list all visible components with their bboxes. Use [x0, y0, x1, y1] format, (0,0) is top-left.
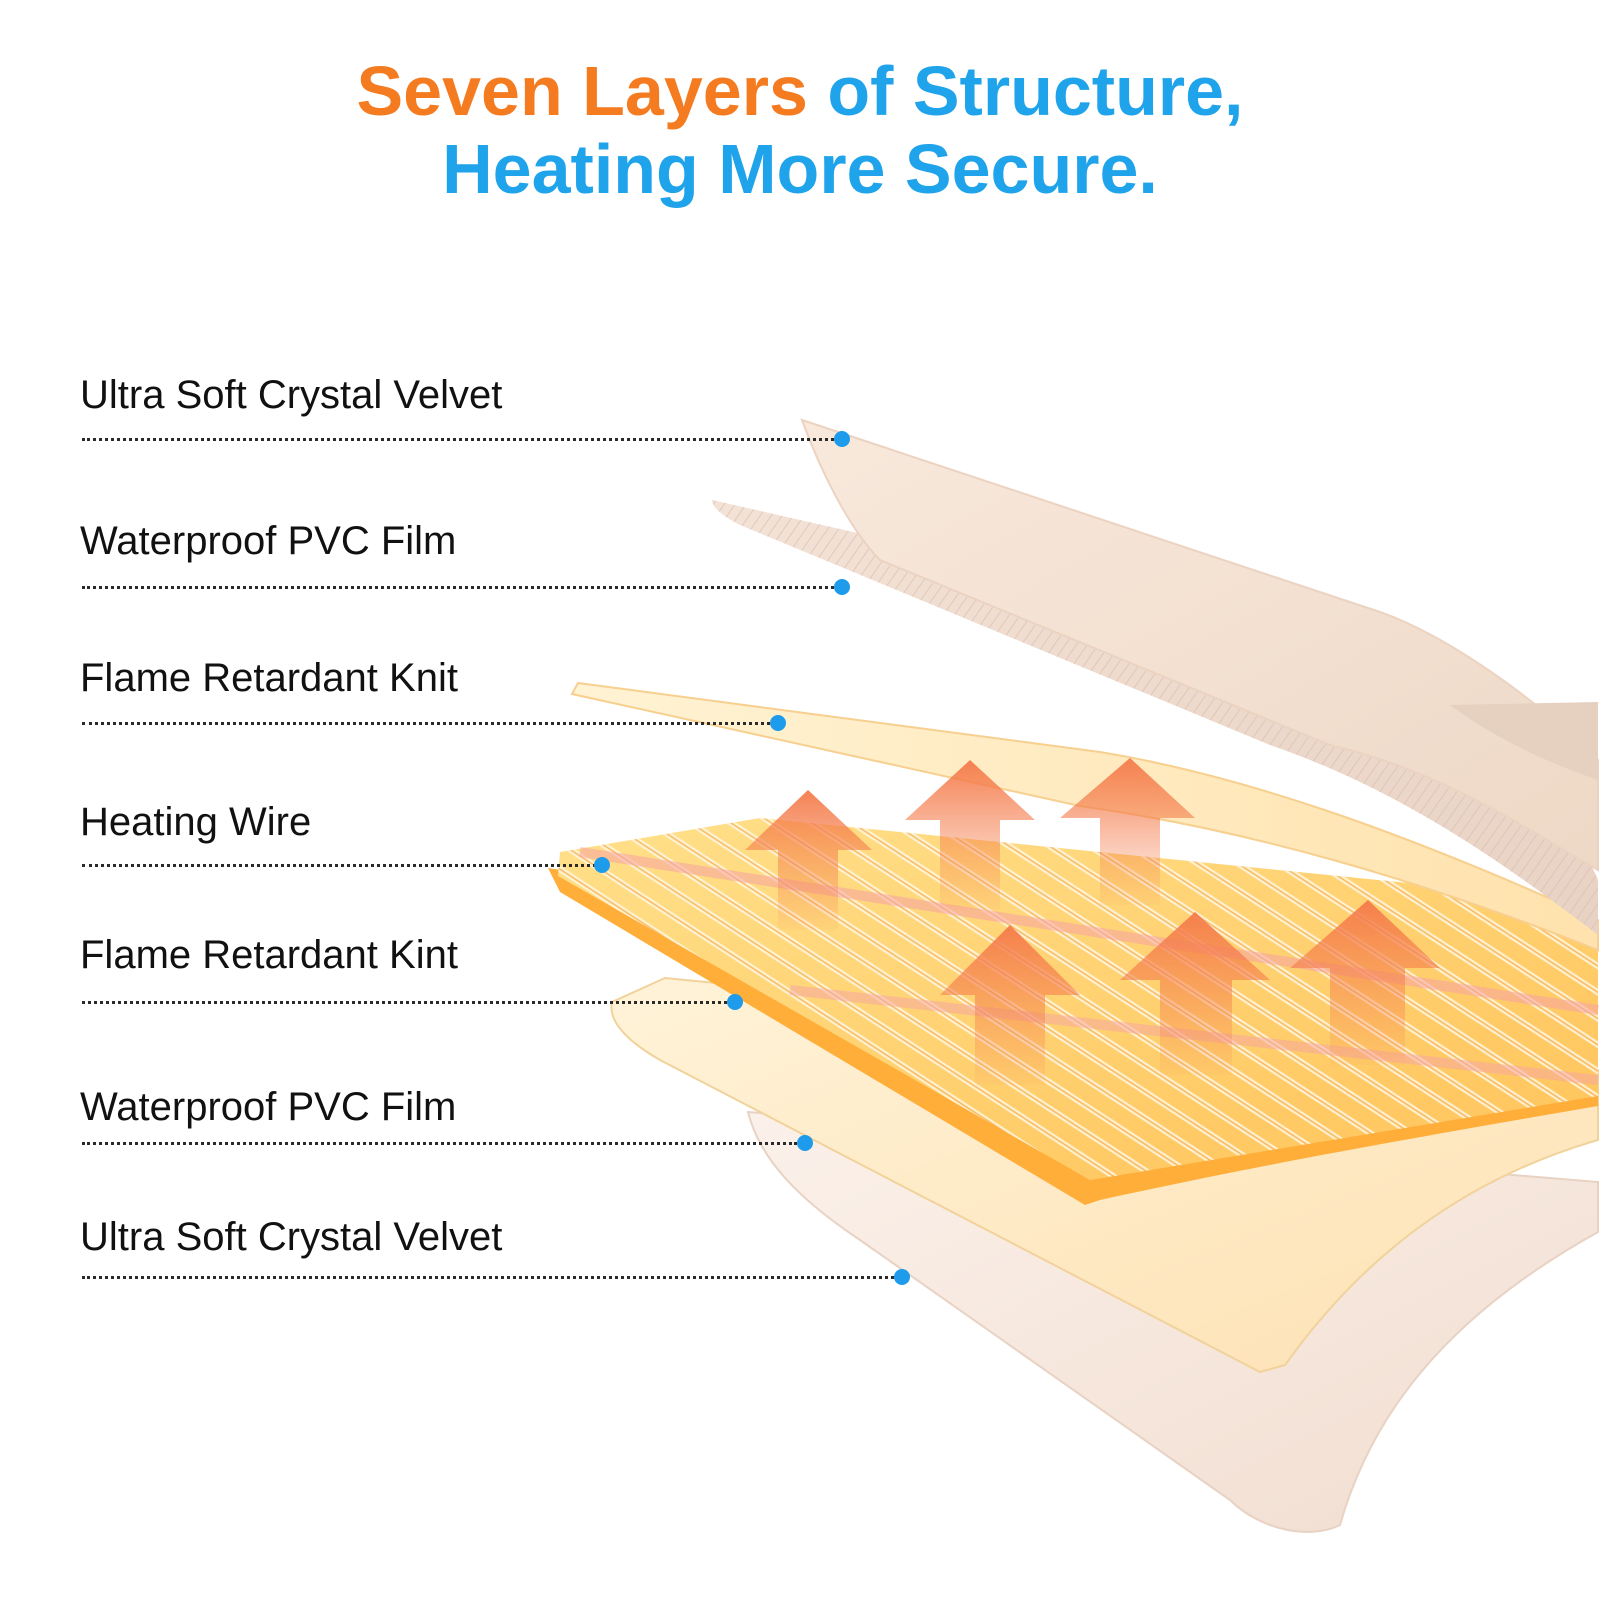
- marker-dot-7: [894, 1269, 910, 1285]
- marker-dot-6: [797, 1135, 813, 1151]
- heat-arrow-4: [940, 925, 1080, 1085]
- layer-label-5: Flame Retardant Kint: [80, 933, 458, 977]
- marker-dot-4: [594, 857, 610, 873]
- layer-label-7: Ultra Soft Crystal Velvet: [80, 1215, 503, 1259]
- marker-dot-5: [727, 994, 743, 1010]
- leader-line-5: [82, 1001, 727, 1004]
- upper-knit-layer: [570, 681, 1599, 952]
- marker-dot-1: [834, 431, 850, 447]
- heat-arrow-5: [1120, 912, 1270, 1075]
- layer-label-6: Waterproof PVC Film: [80, 1085, 457, 1129]
- leader-line-1: [82, 438, 834, 441]
- headline: Seven Layers of Structure, Heating More …: [0, 52, 1600, 208]
- layer-label-4: Heating Wire: [80, 800, 312, 844]
- marker-dot-2: [834, 579, 850, 595]
- marker-dot-3: [770, 715, 786, 731]
- leader-line-6: [82, 1142, 797, 1145]
- leader-line-4: [82, 864, 602, 867]
- headline-line-1: Seven Layers of Structure,: [0, 52, 1600, 130]
- layer-label-2: Waterproof PVC Film: [80, 519, 457, 563]
- heat-arrow-3: [1060, 758, 1195, 905]
- leader-line-2: [82, 586, 834, 589]
- headline-line-2: Heating More Secure.: [442, 130, 1158, 208]
- heat-arrows: [745, 758, 1440, 1085]
- headline-highlight: Seven Layers: [356, 52, 808, 130]
- headline-line-1-rest: of Structure,: [807, 52, 1244, 130]
- top-velvet-side: [1450, 702, 1598, 780]
- heat-arrow-2: [905, 760, 1035, 910]
- heat-arrow-6: [1290, 900, 1440, 1065]
- heat-arrow-1: [745, 790, 872, 930]
- heating-wire-coil-band-1: [579, 847, 1599, 1015]
- layer-label-3: Flame Retardant Knit: [80, 656, 458, 700]
- top-velvet-layer: [800, 418, 1599, 872]
- layer-label-1: Ultra Soft Crystal Velvet: [80, 373, 503, 417]
- leader-line-3: [82, 722, 770, 725]
- leader-line-7: [82, 1276, 894, 1279]
